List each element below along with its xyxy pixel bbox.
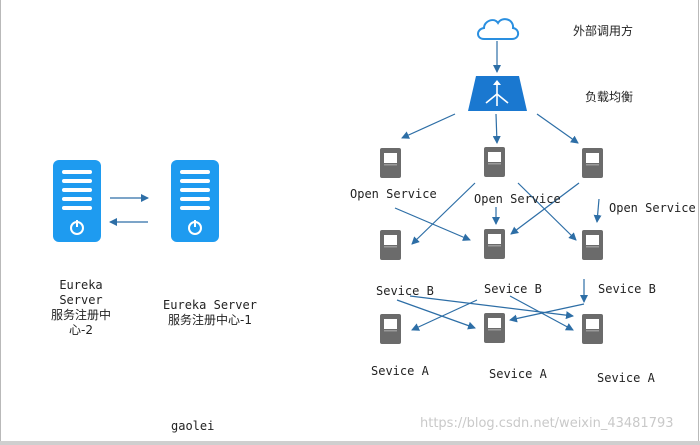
frame-right-border [698,0,699,445]
load-balancer-label: 负载均衡 [585,90,634,104]
open-to-b-arrow [411,182,476,245]
service-node-icon [484,229,505,259]
open-to-b-arrow [517,182,577,241]
b-to-a-arrow [411,299,478,331]
service-node-icon [582,314,603,344]
open-to-b-arrow [510,182,580,235]
eureka-server-1-desc: 服务注册中心-1 [168,313,252,327]
lb-to-open3-arrow [536,113,579,144]
server-icon [52,159,102,243]
watermark-text: https://blog.csdn.net/weixin_43481793 [420,416,674,431]
service-a-label-2: Sevice A [489,367,547,381]
eureka-server-2-name-line1: Eureka [59,278,103,292]
server-icon [170,159,220,243]
service-b-label-3: Sevice B [598,282,656,296]
service-node-icon [582,148,603,178]
service-a-label-3: Sevice A [597,371,655,385]
service-node-icon [582,230,603,260]
service-node-icon [380,148,401,178]
open-service-label-1: Open Service [350,187,437,201]
lb-to-open2-arrow [492,113,501,144]
lb-to-open1-arrow [401,113,456,139]
frame-left-border [0,0,1,445]
service-b-label-2: Sevice B [484,282,542,296]
cloud-icon [477,18,520,40]
frame-bottom-border [0,441,700,445]
eureka-server-2-desc-line1: 服务注册中 [50,308,111,322]
eureka-server-2-desc-line2: 心-2 [69,323,93,337]
eureka-server-2-name-line2: Server [59,293,103,307]
external-caller-label: 外部调用方 [573,24,634,38]
open-service-label-2: Open Service [474,192,561,206]
load-balancer-icon [468,76,527,111]
service-b-label-1: Sevice B [376,284,434,298]
service-node-icon [380,314,401,344]
service-node-icon [484,147,505,177]
service-node-icon [484,313,505,343]
open-to-b-arrow [394,207,471,241]
service-a-label-1: Sevice A [371,364,429,378]
b-to-a-arrow [396,299,476,330]
b-to-a-arrow [509,303,585,323]
open-to-b-arrow [593,198,602,223]
eureka-server-1-name: Eureka Server [163,298,257,312]
open-service-label-3: Open Service [609,201,696,215]
author-label: gaolei [171,419,215,433]
service-node-icon [380,230,401,260]
